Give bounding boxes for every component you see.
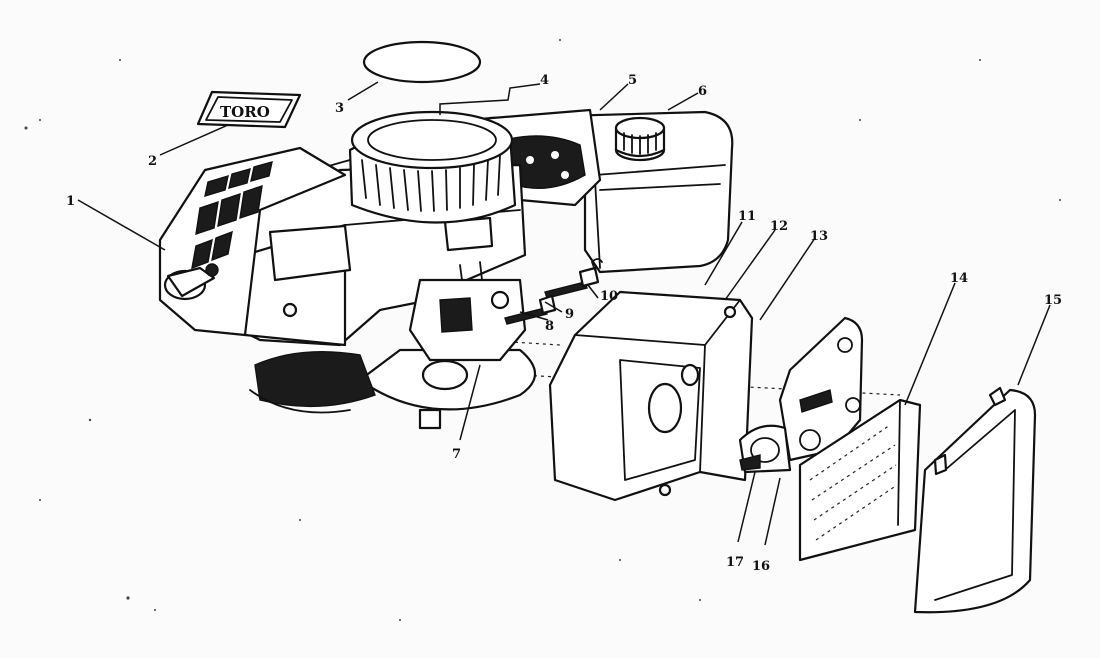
callout-4: 4 xyxy=(540,73,549,88)
engine-base xyxy=(249,348,536,430)
toro-decal: TORO xyxy=(196,90,302,129)
callout-13: 13 xyxy=(810,229,828,244)
callout-9: 9 xyxy=(565,307,574,322)
carburetor xyxy=(408,261,527,391)
callout-11: 11 xyxy=(738,209,756,224)
decal-text: TORO xyxy=(220,103,270,121)
pre-cleaner xyxy=(738,424,792,474)
callout-14: 14 xyxy=(950,271,968,286)
callout-17: 17 xyxy=(726,555,744,570)
callout-3: 3 xyxy=(335,101,344,116)
engine-shroud xyxy=(158,146,347,337)
callout-1: 1 xyxy=(66,194,75,209)
leader-lines xyxy=(77,81,1051,546)
callout-8: 8 xyxy=(545,319,554,334)
air-filter-base xyxy=(548,290,754,502)
callout-5: 5 xyxy=(628,73,637,88)
filter-element xyxy=(798,398,922,562)
callout-15: 15 xyxy=(1044,293,1062,308)
callout-10: 10 xyxy=(600,289,618,304)
air-filter-cover xyxy=(913,386,1037,614)
callout-12: 12 xyxy=(770,219,788,234)
fuel-cap xyxy=(614,116,666,162)
callout-16: 16 xyxy=(752,559,770,574)
adjustment-screws xyxy=(504,258,603,325)
scan-speckles xyxy=(24,39,1061,621)
callout-2: 2 xyxy=(148,154,157,169)
recoil-starter xyxy=(269,110,517,224)
callout-6: 6 xyxy=(698,84,707,99)
gasket-ring xyxy=(362,40,482,84)
callout-7: 7 xyxy=(452,447,461,462)
callouts: 1 2 3 4 5 6 7 8 9 10 11 12 13 14 15 16 1… xyxy=(66,73,1062,574)
